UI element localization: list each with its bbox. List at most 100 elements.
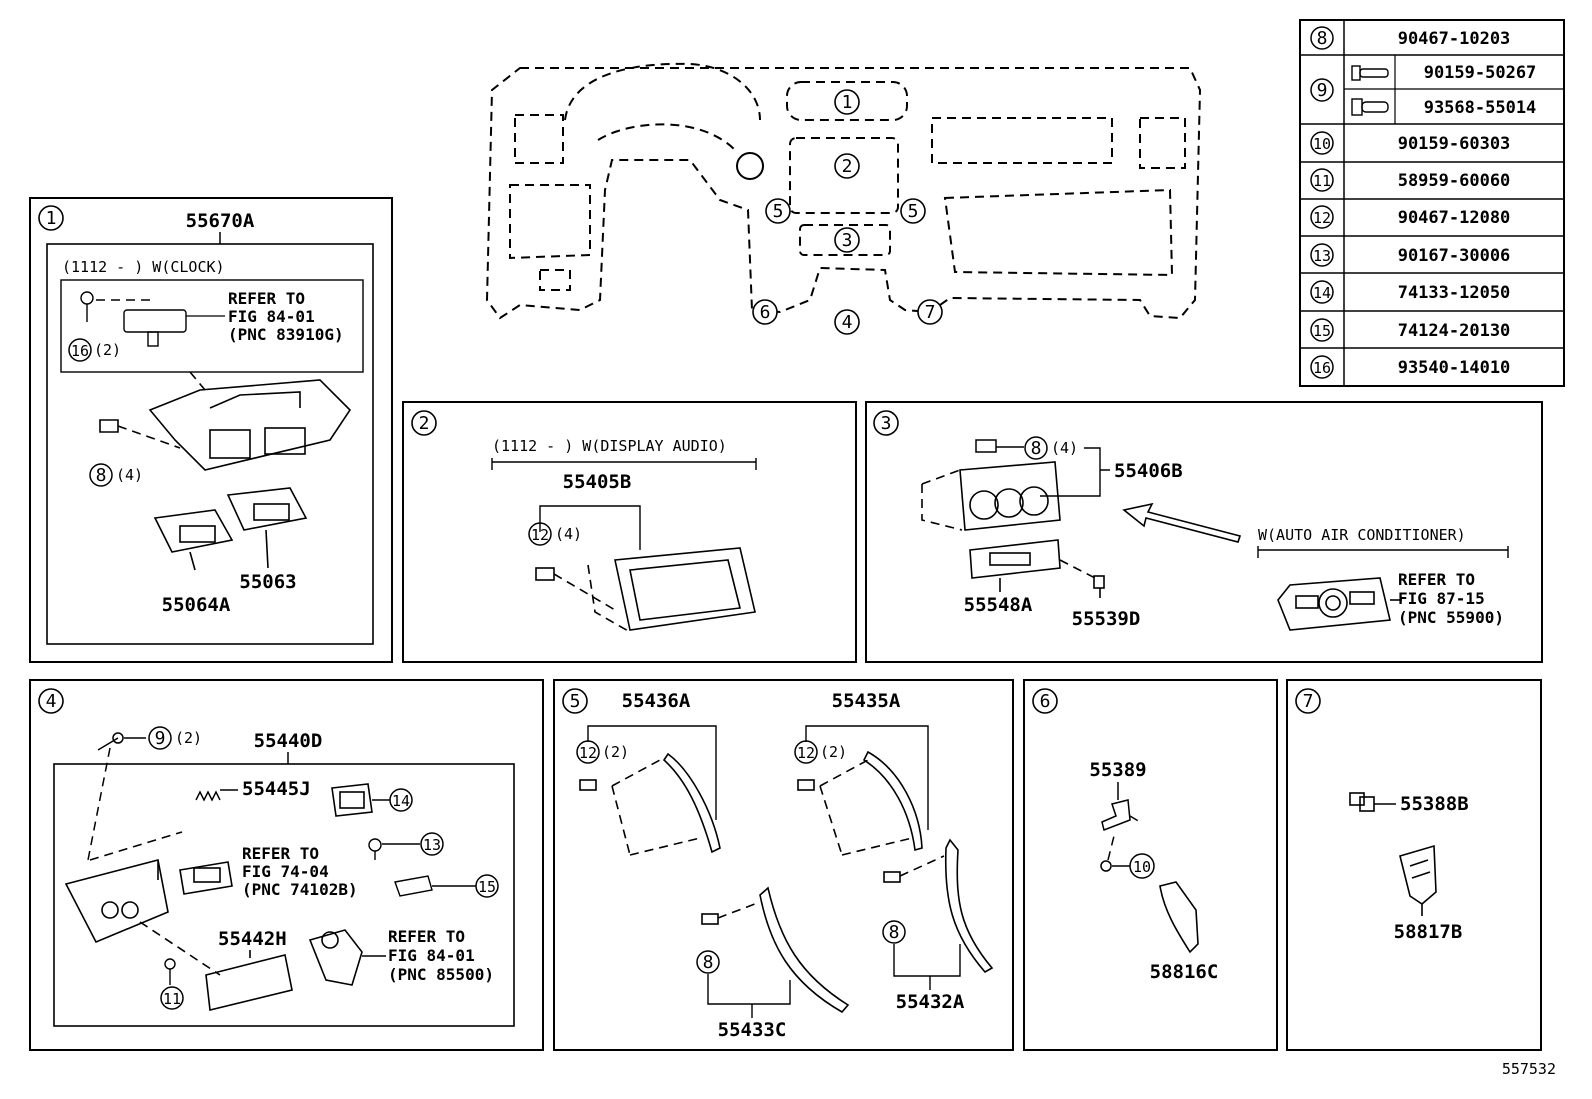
table-row: 15 74124-20130 <box>1310 318 1511 342</box>
ref-callout: 11 <box>163 990 181 1008</box>
diagram-id: 557532 <box>1502 1060 1556 1078</box>
refer-note: FIG 87-15 <box>1398 589 1485 608</box>
clip-icon <box>1351 98 1389 116</box>
svg-text:7: 7 <box>925 302 936 323</box>
ref-callout: 16 <box>71 342 89 360</box>
ref-callout: 13 <box>423 836 441 854</box>
part-number: 55432A <box>896 991 965 1013</box>
part-number: 55548A <box>964 594 1033 616</box>
panel-5: 5 55436A 12 (2) 55435A 12 (2) 8 55433C <box>553 679 1014 1051</box>
panel-1: 1 55670A (1112 - ) W(CLOCK) REFER TO FIG… <box>29 197 393 663</box>
refer-note: FIG 84-01 <box>388 946 475 965</box>
svg-text:15: 15 <box>1313 322 1331 340</box>
svg-text:12: 12 <box>1313 209 1331 227</box>
overview-callout: 4 <box>834 309 860 335</box>
part-number: 55445J <box>242 778 311 800</box>
arrow-icon <box>1122 502 1242 543</box>
svg-text:3: 3 <box>842 230 853 251</box>
pad-icon <box>331 783 390 817</box>
part-number: 74124-20130 <box>1398 321 1511 341</box>
part-number: 55440D <box>254 730 323 752</box>
condition-note: (1112 - ) W(CLOCK) <box>62 258 225 276</box>
condition-note: (1112 - ) W(DISPLAY AUDIO) <box>492 437 727 455</box>
refer-note: (PNC 85500) <box>388 965 494 984</box>
overview-callout: 2 <box>834 153 860 179</box>
table-row: 11 58959-60060 <box>1310 168 1510 192</box>
climate-control-bezel <box>921 461 1061 531</box>
panel-3: 3 8 (4) 55406B 55548A 55539D W(AUTO AIR … <box>865 401 1543 663</box>
part-number: 55442H <box>218 928 287 950</box>
part-number: 90159-60303 <box>1398 134 1511 154</box>
part-number: 55063 <box>239 571 296 593</box>
part-number: 74133-12050 <box>1398 283 1511 303</box>
part-number: 55435A <box>832 690 901 712</box>
refer-note: FIG 84-01 <box>228 307 315 326</box>
part-number: 90467-10203 <box>1398 29 1511 49</box>
panel-number: 5 <box>570 691 581 712</box>
part-number: 55433C <box>718 1019 787 1041</box>
part-number: 55670A <box>186 210 255 232</box>
quantity: (2) <box>94 341 121 359</box>
pillar-trim-d <box>883 838 994 974</box>
socket-icon <box>308 929 386 986</box>
svg-text:9: 9 <box>1317 80 1328 101</box>
ref-callout: 12 <box>579 744 597 762</box>
overview-callout: 7 <box>917 299 943 325</box>
part-number: 90159-50267 <box>1424 63 1537 83</box>
table-row: 8 90467-10203 <box>1310 26 1511 50</box>
panel-number: 6 <box>1040 691 1051 712</box>
refer-note: REFER TO <box>242 844 319 863</box>
svg-text:4: 4 <box>842 312 853 333</box>
screw-icon <box>1100 835 1130 872</box>
svg-text:1: 1 <box>842 92 853 113</box>
part-number: 93568-55014 <box>1424 98 1537 118</box>
part-number-table: 8 90467-10203 9 90159-50267 93568-55014 … <box>1299 19 1565 387</box>
ref-callout: 14 <box>392 792 410 810</box>
quantity: (4) <box>116 466 143 484</box>
clip-icon <box>1349 792 1396 812</box>
refer-note: (PNC 83910G) <box>228 325 344 344</box>
part-number: 55405B <box>563 471 632 493</box>
ref-callout: 8 <box>1031 438 1042 459</box>
air-vent-left <box>153 509 234 571</box>
quantity: (4) <box>555 525 582 543</box>
table-row: 14 74133-12050 <box>1310 280 1511 304</box>
ref-callout: 15 <box>478 878 496 896</box>
trim-cover <box>1159 881 1199 954</box>
trim-panel-b <box>797 750 923 856</box>
table-row: 10 90159-60303 <box>1310 131 1511 155</box>
center-vent-cluster <box>99 371 352 471</box>
svg-text:16: 16 <box>1313 359 1331 377</box>
overview-callout: 5 <box>900 198 926 224</box>
svg-text:13: 13 <box>1313 247 1331 265</box>
refer-note: REFER TO <box>388 927 465 946</box>
quantity: (2) <box>602 743 629 761</box>
refer-note: FIG 74-04 <box>242 862 329 881</box>
bracket-icon <box>1399 844 1437 916</box>
panel-number: 2 <box>419 413 430 434</box>
panel-4: 4 9 (2) 55440D 55445J 14 13 <box>29 679 544 1051</box>
overview-callout: 6 <box>752 299 778 325</box>
part-number: 55406B <box>1114 460 1183 482</box>
overview-callouts: 1 2 3 4 5 5 6 7 <box>752 89 943 335</box>
svg-text:2: 2 <box>842 156 853 177</box>
spring-icon <box>195 789 238 802</box>
part-number: 58817B <box>1394 921 1463 943</box>
refer-note: REFER TO <box>228 289 305 308</box>
part-number: 55388B <box>1400 793 1469 815</box>
refer-note: REFER TO <box>1398 570 1475 589</box>
quantity: (4) <box>1051 439 1078 457</box>
bracket-icon <box>1101 782 1141 832</box>
switch-icon <box>179 861 233 895</box>
ref-callout: 10 <box>1133 858 1151 876</box>
ref-callout: 8 <box>889 922 900 943</box>
part-number: 55436A <box>622 690 691 712</box>
pillar-trim-c <box>701 886 850 1014</box>
svg-text:14: 14 <box>1313 284 1331 302</box>
refer-note: (PNC 55900) <box>1398 608 1504 627</box>
bolt-icon <box>368 838 420 860</box>
bracket-icon <box>394 875 476 897</box>
part-number: 55064A <box>162 594 231 616</box>
coin-box-lid <box>139 921 293 1011</box>
